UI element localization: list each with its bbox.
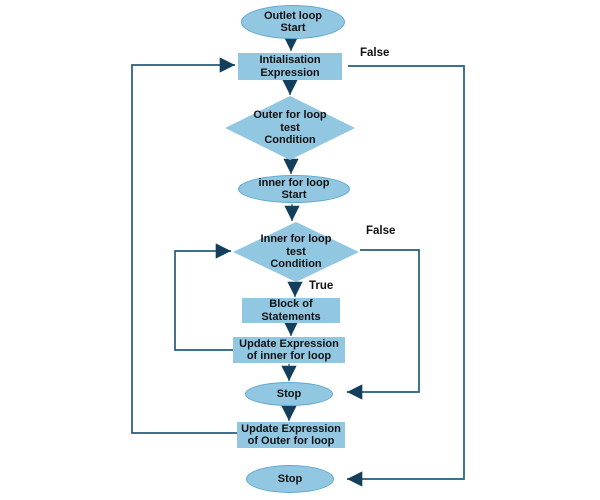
label-inner-false: False: [366, 225, 396, 237]
edge-update-outer-loopback: [131, 57, 237, 434]
node-inner-start: inner for loop Start: [238, 175, 350, 203]
node-inner-start-label: inner for loop Start: [258, 176, 330, 202]
node-update-outer: Update Expression of Outer for loop: [237, 422, 345, 448]
edge-inner-false-to-stop-inner: [347, 249, 420, 400]
node-update-inner: Update Expression of inner for loop: [233, 337, 345, 363]
node-block-of-statements: Block of Statements: [242, 298, 340, 323]
edge-update-inner-loopback: [174, 243, 233, 351]
label-inner-true: True: [309, 280, 334, 292]
label-outer-false: False: [360, 47, 390, 59]
node-initialisation: Intialisation Expression: [238, 53, 342, 80]
node-stop-final: Stop: [246, 465, 334, 493]
node-stop-final-label: Stop: [277, 472, 303, 485]
node-block-of-statements-label: Block of Statements: [261, 298, 321, 323]
node-inner-condition: Inner for loop test Condition: [233, 222, 359, 282]
edge-outer-false-to-stop-final: [347, 65, 465, 487]
node-stop-inner-label: Stop: [276, 387, 302, 400]
node-outer-start-label: Outlet loop Start: [263, 9, 323, 35]
node-update-inner-label: Update Expression of inner for loop: [239, 337, 339, 363]
node-outer-condition-label: Outer for loop test Condition: [253, 109, 327, 147]
node-inner-condition-label: Inner for loop test Condition: [260, 233, 332, 271]
node-stop-inner: Stop: [245, 382, 333, 406]
node-update-outer-label: Update Expression of Outer for loop: [241, 422, 341, 448]
node-outer-condition: Outer for loop test Condition: [225, 96, 355, 160]
node-initialisation-label: Intialisation Expression: [259, 54, 321, 79]
node-outer-start: Outlet loop Start: [241, 5, 345, 39]
